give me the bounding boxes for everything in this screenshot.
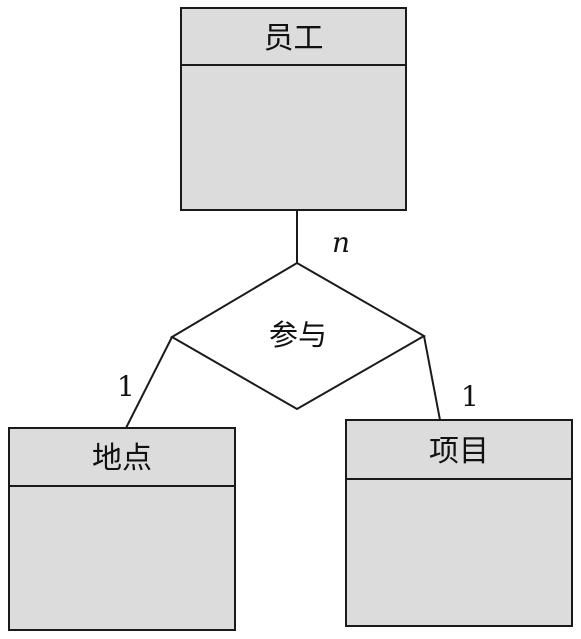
entity-employee-name: 员工: [264, 21, 324, 56]
entity-location[interactable]: 地点: [8, 427, 236, 631]
entity-employee[interactable]: 员工: [180, 7, 407, 211]
entity-project[interactable]: 项目: [345, 419, 573, 627]
connector-relationship-location: [125, 336, 173, 429]
entity-location-box: [8, 427, 236, 631]
connector-relationship-project: [423, 335, 441, 421]
entity-project-name: 项目: [429, 434, 489, 469]
entity-location-name: 地点: [92, 441, 152, 476]
cardinality-employee: n: [332, 226, 350, 259]
relationship-participate[interactable]: 参与: [170, 261, 427, 411]
entity-employee-box: [180, 7, 407, 211]
cardinality-project: 1: [461, 380, 479, 413]
relationship-name: 参与: [269, 318, 327, 352]
relationship-diamond: [170, 261, 427, 411]
entity-project-box: [345, 419, 573, 627]
cardinality-location: 1: [117, 370, 135, 403]
